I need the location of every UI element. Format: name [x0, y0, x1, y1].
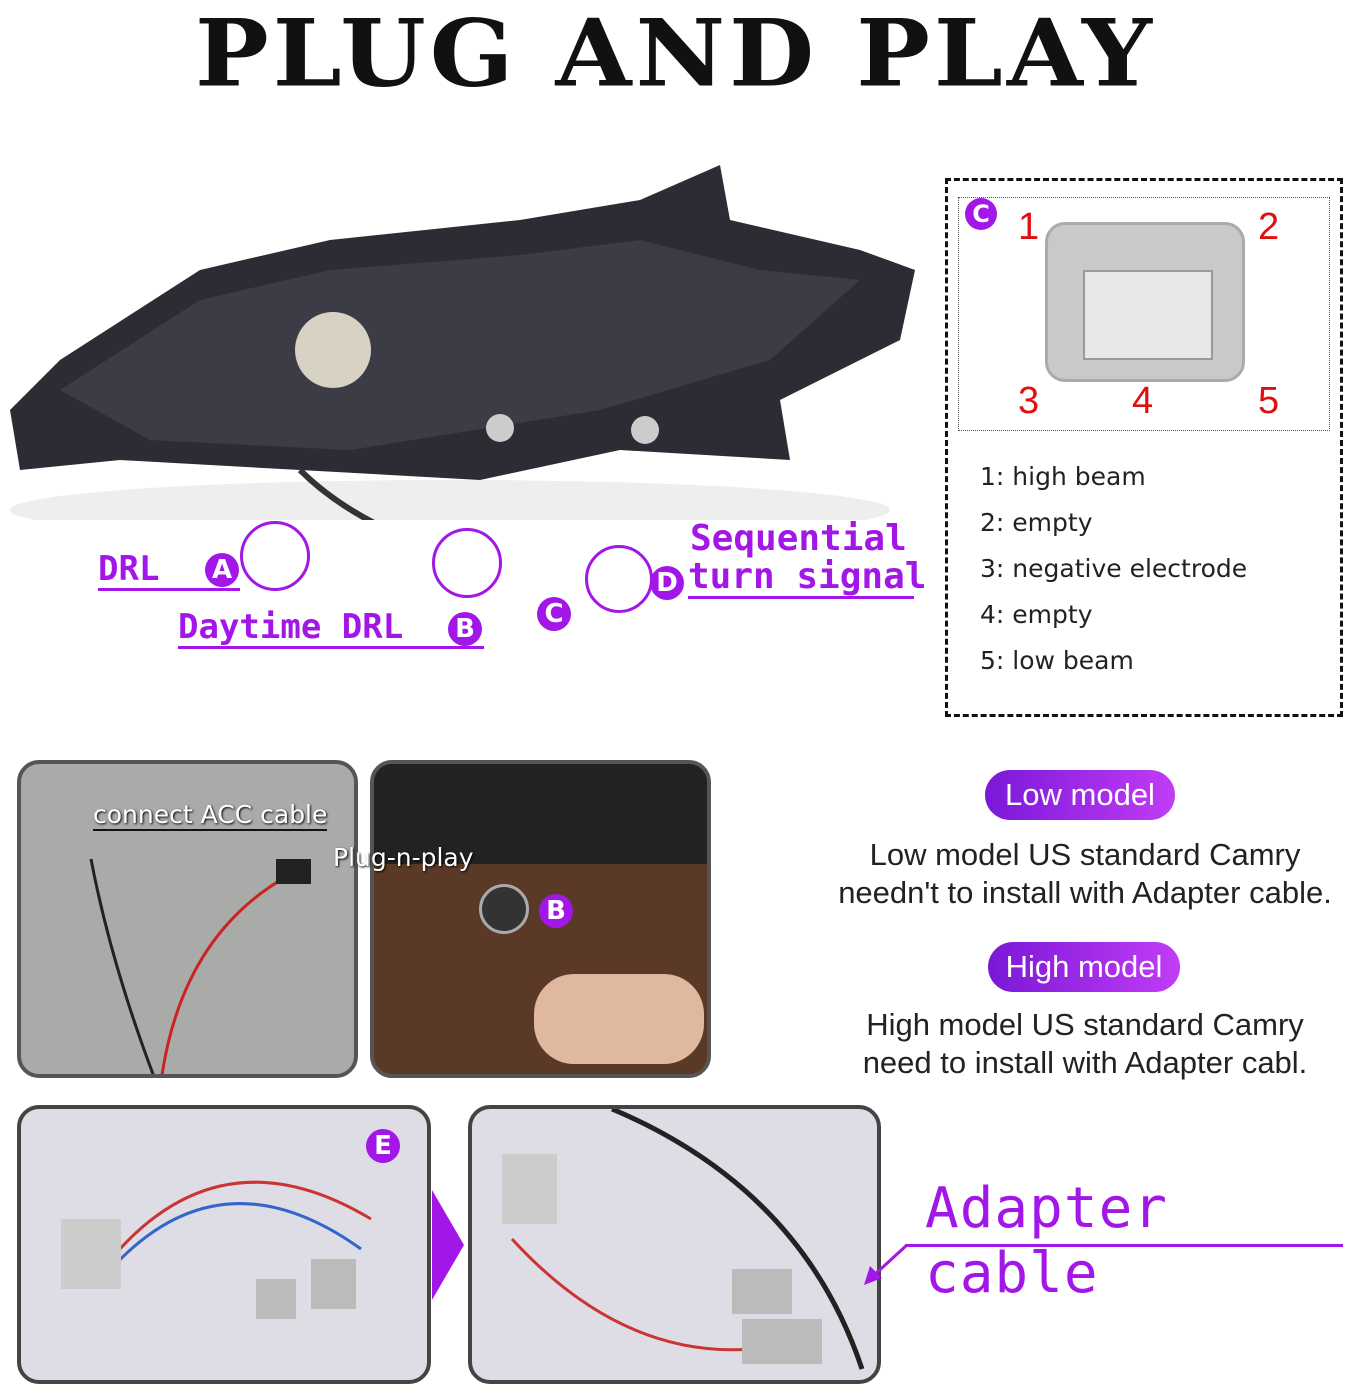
badge-d: D [650, 566, 684, 600]
ring-b [432, 528, 502, 598]
badge-a: A [205, 553, 239, 587]
ring-d [585, 545, 653, 613]
pin-1: 1 [1018, 206, 1040, 248]
sequential-label: Sequential [690, 518, 907, 559]
adapter-photo-1: E [17, 1105, 431, 1384]
acc-label: connect ACC cable [93, 800, 328, 831]
badge-c: C [537, 597, 571, 631]
page-title: PLUG AND PLAY [195, 0, 1156, 109]
connector-diagram [958, 197, 1330, 431]
pin-5: 5 [1258, 380, 1280, 422]
plug-photo: B [370, 760, 711, 1078]
badge-b: B [448, 612, 482, 646]
adapter-underline [905, 1244, 1343, 1247]
arrow-icon [432, 1190, 464, 1300]
pin-desc-4: 4: empty [980, 600, 1093, 629]
pin-2: 2 [1258, 206, 1280, 248]
pin-4: 4 [1132, 380, 1154, 422]
connector-spec-box [945, 178, 1343, 717]
pin-desc-1: 1: high beam [980, 462, 1146, 491]
low-model-badge: Low model [985, 770, 1175, 820]
drl-label: DRL [98, 551, 240, 591]
daytime-drl-label: Daytime DRL [178, 609, 484, 649]
plug-label: Plug-n-play [333, 843, 474, 872]
pin-desc-3: 3: negative electrode [980, 554, 1248, 583]
badge-c-spec: C [965, 198, 997, 230]
headlamp-image [10, 165, 915, 520]
turn-signal-label: turn signal [688, 556, 927, 599]
badge-b-photo: B [539, 894, 573, 928]
acc-photo: connect ACC cable [17, 760, 358, 1078]
ring-a [240, 521, 310, 591]
pointer-arrow-icon [864, 1243, 909, 1285]
high-model-badge: High model [988, 942, 1180, 992]
pin-3: 3 [1018, 380, 1040, 422]
badge-e: E [366, 1129, 400, 1163]
adapter-photo-2 [468, 1105, 881, 1384]
connector-icon [1045, 222, 1245, 382]
pin-desc-2: 2: empty [980, 508, 1093, 537]
adapter-cable-label: Adapter cable [925, 1176, 1169, 1306]
pin-desc-5: 5: low beam [980, 646, 1134, 675]
